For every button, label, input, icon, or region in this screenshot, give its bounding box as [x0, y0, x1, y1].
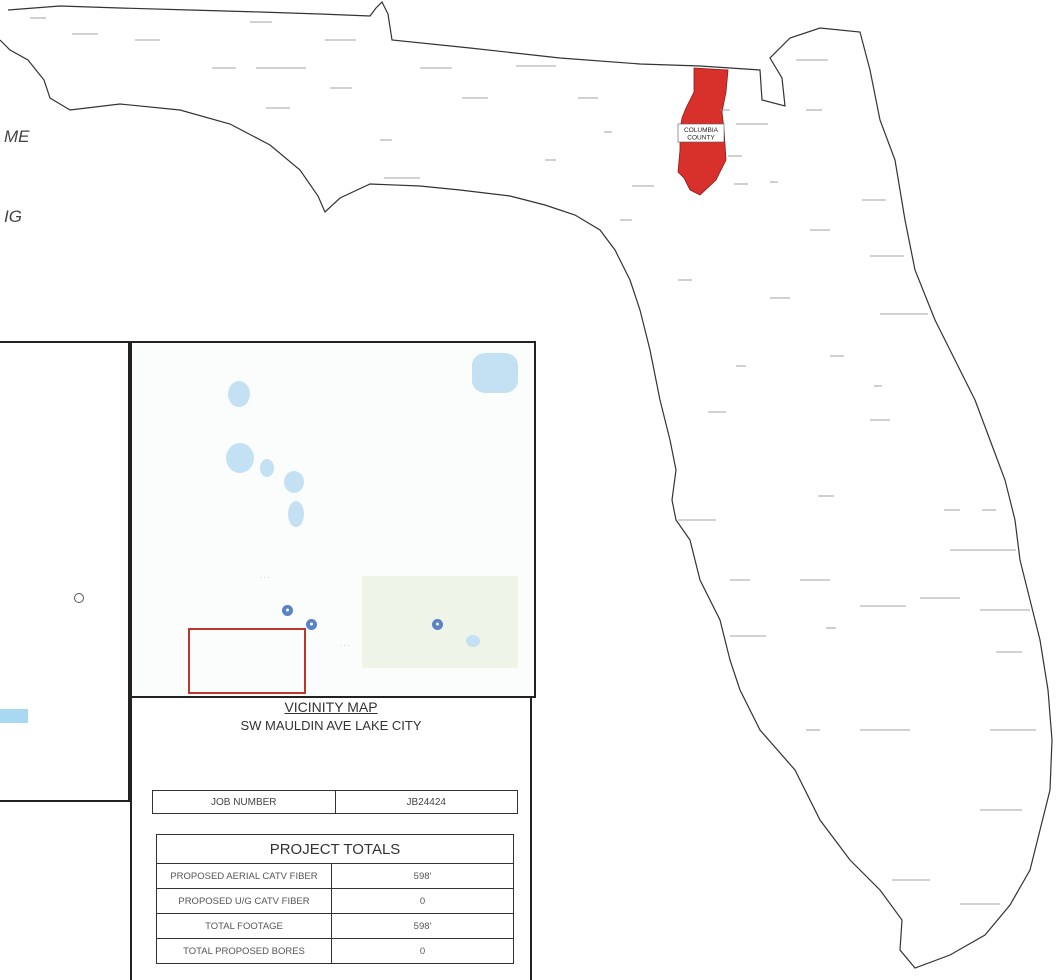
- county-label-box: [677, 123, 725, 143]
- water-fragment: [0, 709, 28, 723]
- water-feature: [226, 443, 254, 473]
- project-totals-table: PROJECT TOTALS PROPOSED AERIAL CATV FIBE…: [156, 834, 514, 964]
- job-number-table: JOB NUMBER JB24424: [152, 790, 518, 814]
- illegible-road-label: · · ·: [340, 643, 350, 649]
- table-row: PROJECT TOTALS: [156, 834, 514, 864]
- totals-row-label: TOTAL FOOTAGE: [156, 913, 332, 939]
- totals-row-label: PROPOSED AERIAL CATV FIBER: [156, 863, 332, 889]
- county-label-line1: COLUMBIA: [684, 127, 719, 134]
- table-row: PROPOSED AERIAL CATV FIBER 598': [156, 863, 514, 889]
- totals-row-value: 598': [331, 913, 514, 939]
- totals-row-value: 598': [331, 863, 514, 889]
- totals-row-value: 0: [331, 938, 514, 964]
- water-feature: [284, 471, 304, 493]
- water-feature: [466, 635, 480, 647]
- title-block-panel: VICINITY MAP SW MAULDIN AVE LAKE CITY JO…: [130, 696, 532, 980]
- north-arrow-marker: [74, 593, 84, 603]
- project-totals-title: PROJECT TOTALS: [156, 834, 514, 864]
- road-marker-icon: ●: [306, 619, 317, 630]
- vicinity-map-panel: ● ● ● · · · · · ·: [130, 341, 536, 698]
- road-marker-icon: ●: [432, 619, 443, 630]
- water-feature: [260, 459, 274, 477]
- truncated-subtitle-text: IG: [4, 207, 22, 226]
- vicinity-map-subtitle: SW MAULDIN AVE LAKE CITY: [240, 718, 422, 733]
- left-drawing-panel: [0, 341, 130, 802]
- totals-row-value: 0: [331, 888, 514, 914]
- illegible-place-markers: [30, 17, 1036, 905]
- job-number-label: JOB NUMBER: [210, 796, 277, 808]
- water-feature: [288, 501, 304, 527]
- illegible-road-label: · · ·: [260, 575, 270, 581]
- totals-row-label: PROPOSED U/G CATV FIBER: [156, 888, 332, 914]
- vicinity-map-title: VICINITY MAP: [284, 699, 378, 715]
- truncated-title-text: ME: [4, 127, 30, 146]
- county-label-line2: COUNTY: [687, 135, 715, 142]
- table-row: TOTAL FOOTAGE 598': [156, 913, 514, 939]
- road-marker-icon: ●: [282, 605, 293, 616]
- totals-row-label: TOTAL PROPOSED BORES: [156, 938, 332, 964]
- project-parcel-box: [188, 628, 306, 694]
- water-feature: [472, 353, 518, 393]
- water-feature: [228, 381, 250, 407]
- table-row: TOTAL PROPOSED BORES 0: [156, 938, 514, 964]
- job-number-value: JB24424: [334, 791, 518, 813]
- table-row: PROPOSED U/G CATV FIBER 0: [156, 888, 514, 914]
